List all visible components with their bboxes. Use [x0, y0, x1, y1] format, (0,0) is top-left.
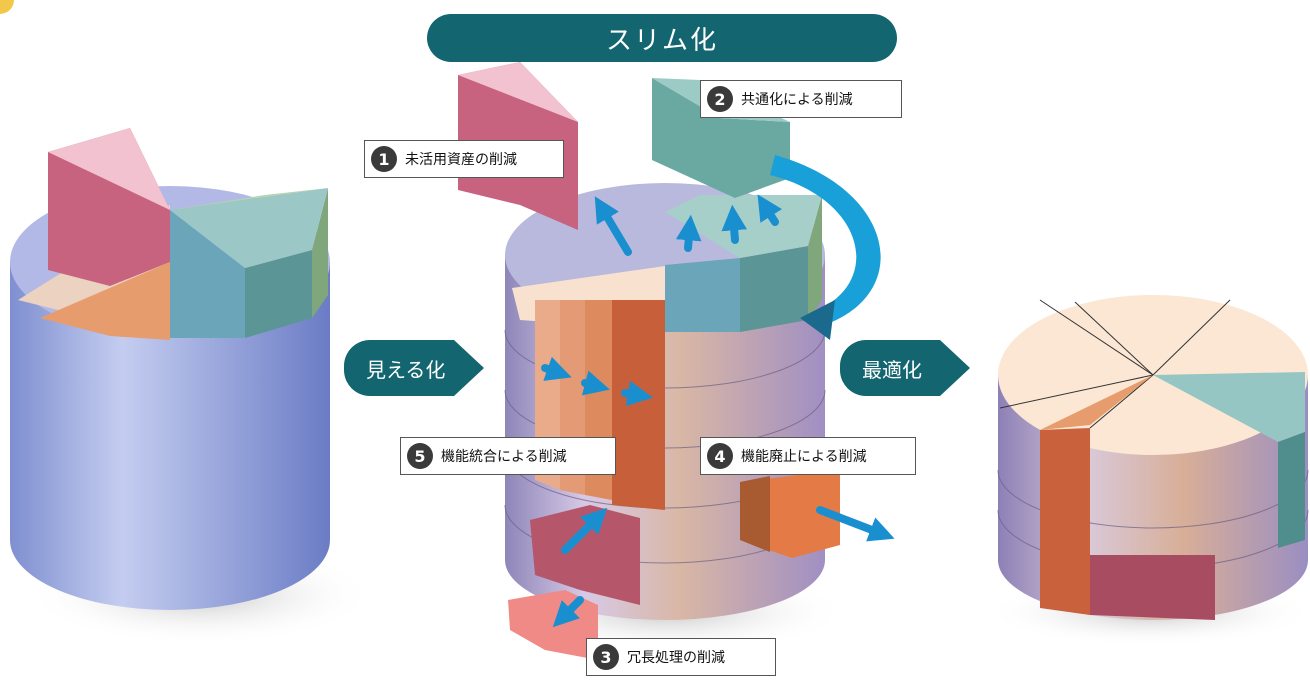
optimize-arrow: 最適化 — [840, 340, 970, 396]
callout-number-badge: 1 — [371, 146, 397, 172]
right-top-slices — [999, 299, 1231, 429]
left-segment-pink-top — [48, 128, 170, 210]
left-segment-teal-side — [245, 250, 312, 338]
callout-label: 共通化による削減 — [741, 92, 853, 108]
callout-number-badge: 3 — [593, 644, 619, 670]
right-side-teal — [1278, 432, 1305, 548]
callout-redundant-processing: 3 冗長処理の削減 — [586, 638, 776, 676]
curved-arrow-return — [770, 155, 881, 328]
middle-teal-front — [665, 258, 740, 332]
left-cylinder-side — [10, 262, 330, 610]
piece-1-pink-top — [458, 62, 578, 122]
middle-teal-side — [740, 246, 808, 332]
left-segment-green-top — [170, 188, 328, 210]
callout-label: 未活用資産の削減 — [405, 152, 517, 168]
callout-commonization: 2 共通化による削減 — [700, 80, 902, 118]
right-block-red — [1090, 555, 1215, 620]
callout-label: 機能廃止による削減 — [741, 449, 867, 465]
callout-label: 機能統合による削減 — [441, 449, 567, 465]
middle-column-4 — [612, 300, 665, 510]
piece-2-teal — [652, 78, 790, 198]
piece-4-orange-side — [740, 476, 770, 552]
left-segment-teal-top — [170, 188, 328, 268]
left-segment-teal-front — [170, 210, 245, 338]
callout-number-badge: 5 — [407, 443, 433, 469]
right-top-teal — [1153, 372, 1305, 442]
callout-number-badge: 4 — [707, 443, 733, 469]
middle-green-side — [808, 195, 822, 320]
left-segment-orange — [40, 262, 170, 340]
callout-function-removal: 4 機能廃止による削減 — [700, 437, 916, 475]
slim-banner: スリム化 — [427, 14, 897, 62]
piece-5-red — [530, 505, 640, 605]
movement-arrows — [541, 194, 895, 628]
left-cylinder — [10, 128, 375, 645]
callout-function-integration: 5 機能統合による削減 — [400, 437, 616, 475]
curved-arrow-head — [800, 300, 835, 340]
left-segment-green-side — [312, 188, 328, 318]
right-cylinder — [985, 295, 1310, 646]
right-top-orange — [1040, 375, 1153, 430]
right-column-orange — [1040, 428, 1090, 615]
callout-unused-assets: 1 未活用資産の削減 — [364, 140, 564, 178]
callout-number-badge: 2 — [707, 86, 733, 112]
visualize-arrow: 見える化 — [344, 340, 484, 396]
piece-3-salmon — [508, 590, 598, 660]
callout-label: 冗長処理の削減 — [627, 650, 725, 666]
